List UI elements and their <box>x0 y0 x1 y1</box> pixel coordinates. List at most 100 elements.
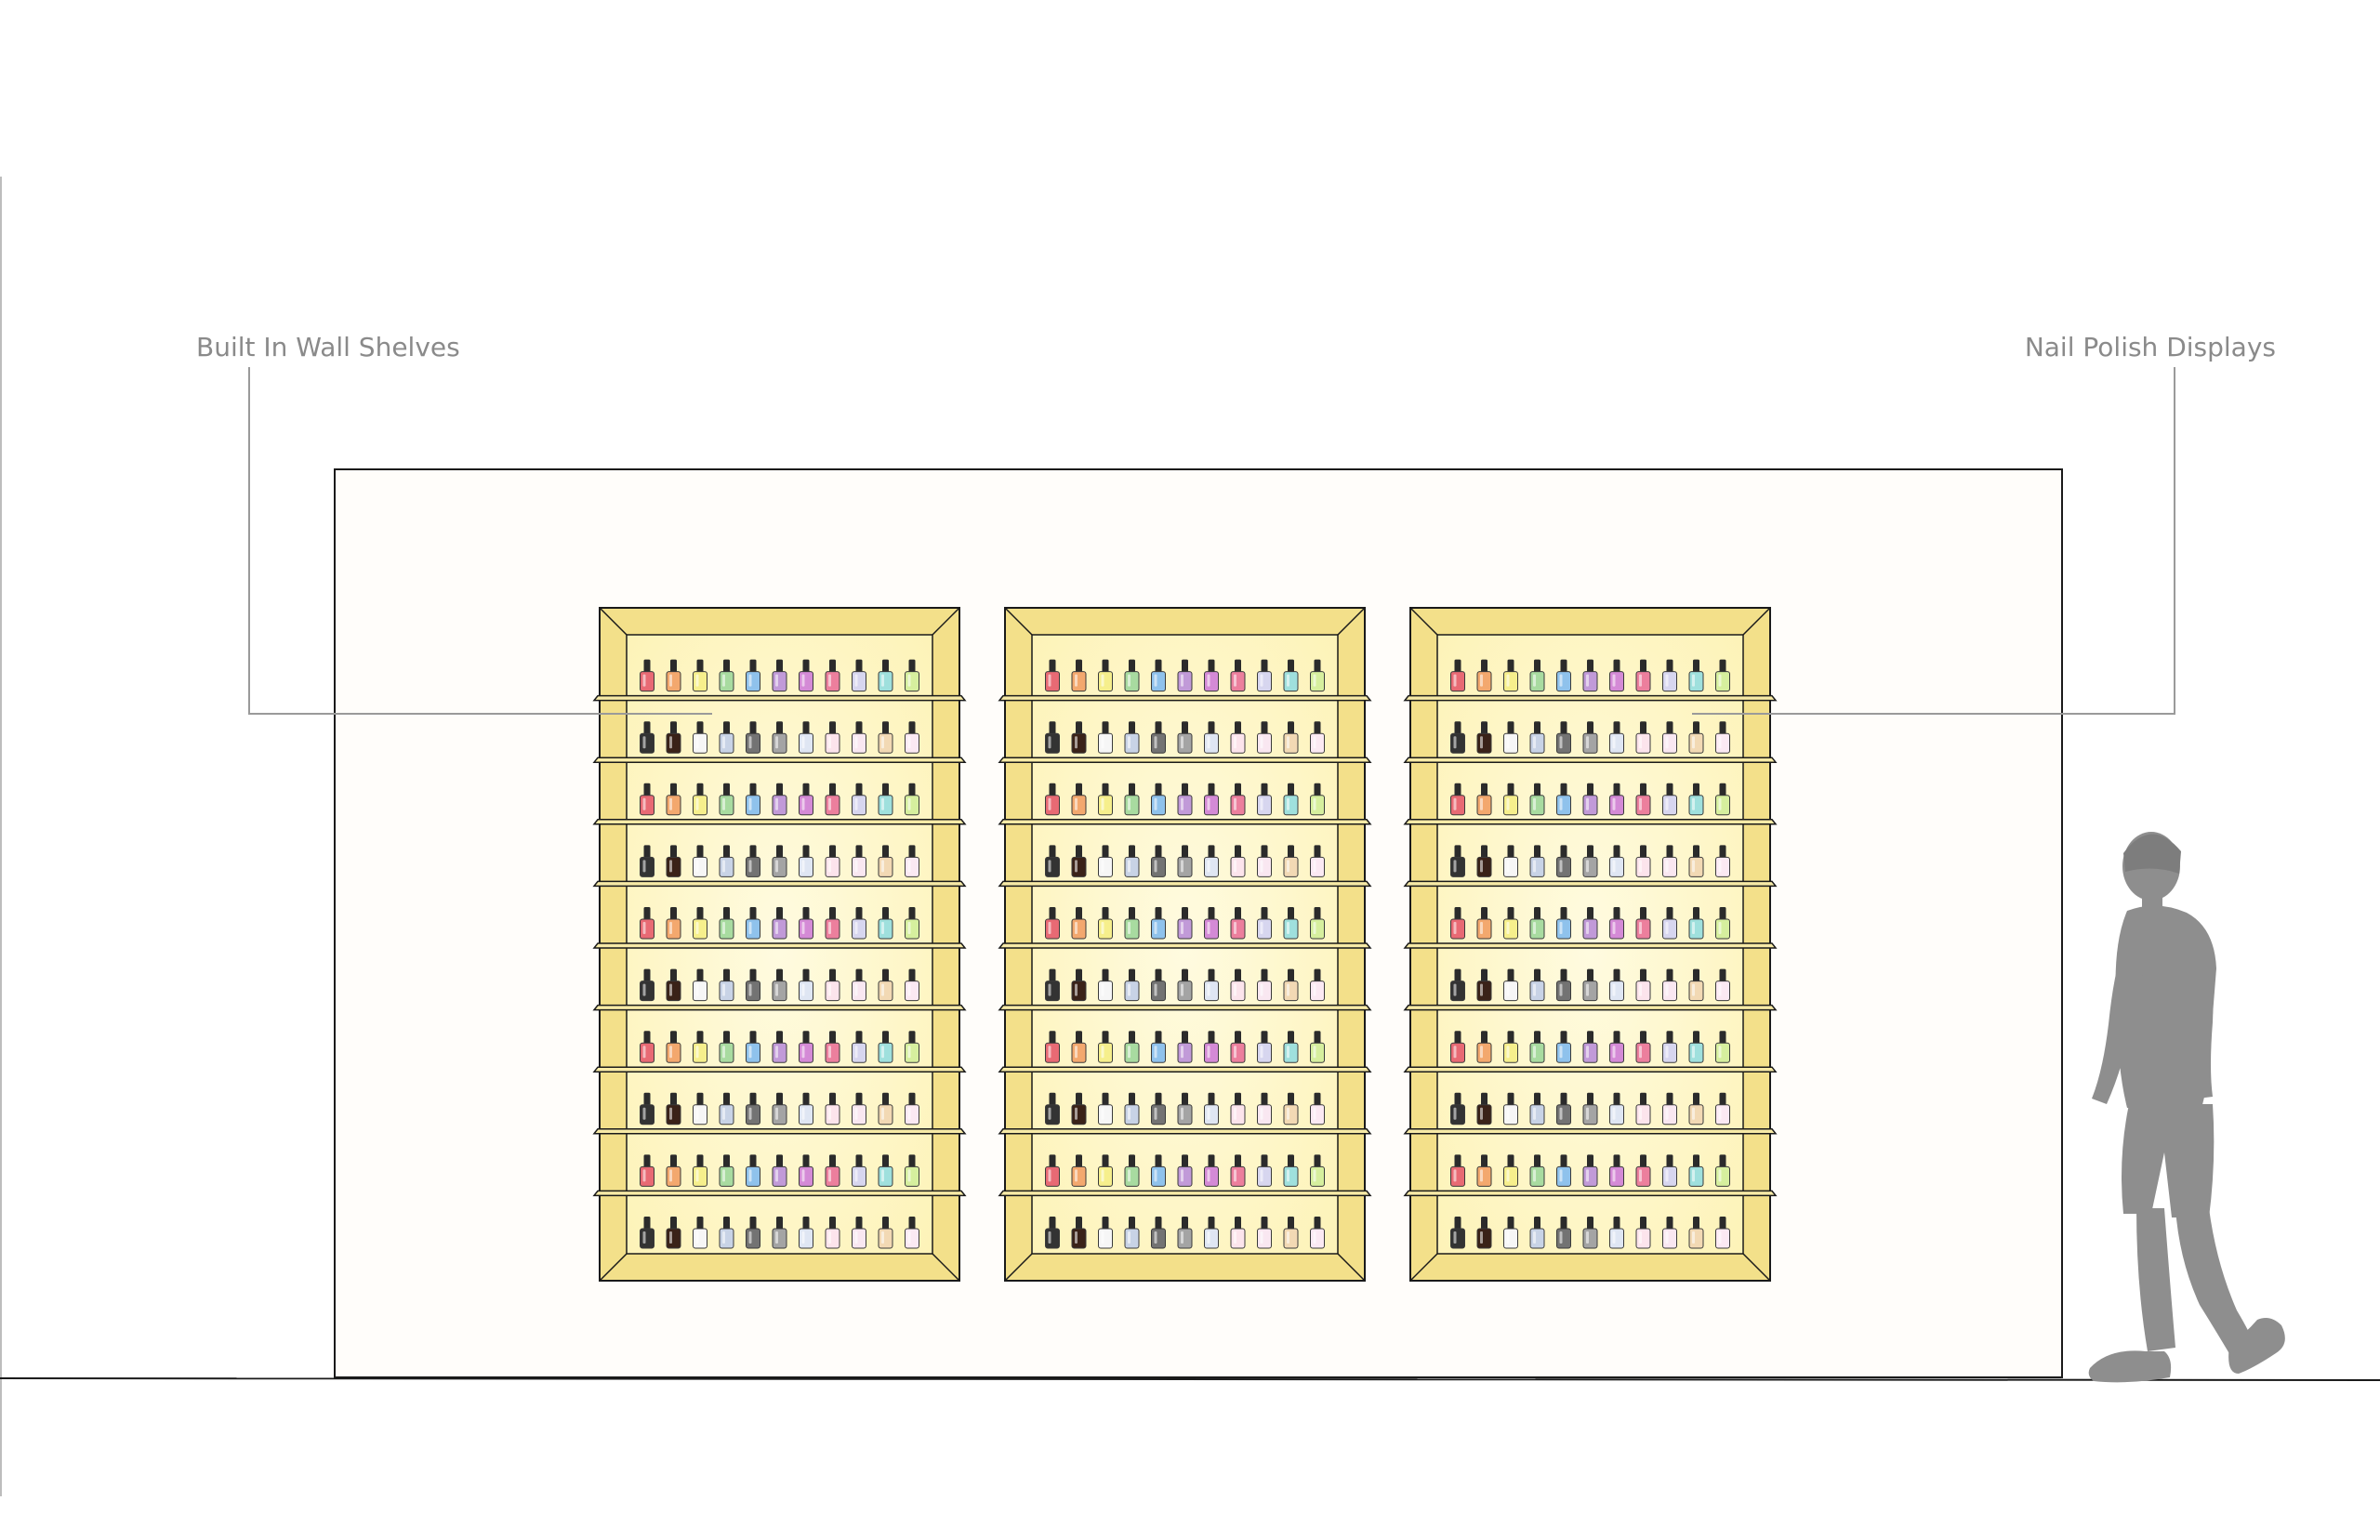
bottle-highlight <box>1101 983 1104 996</box>
bottle-highlight <box>642 922 646 934</box>
bottle-body <box>1503 671 1518 692</box>
bottle-cap <box>802 1154 810 1168</box>
bottle-body <box>640 918 654 940</box>
bottle-highlight <box>1287 736 1289 749</box>
bottle-highlight <box>1718 1107 1722 1120</box>
bottle-highlight <box>669 797 672 810</box>
bottle-body <box>825 981 840 1002</box>
nail-polish-bottle <box>1450 659 1465 692</box>
bottle-highlight <box>1181 1046 1183 1059</box>
bottle-highlight <box>1287 983 1289 996</box>
nail-polish-bottle <box>1230 1154 1246 1187</box>
bottle-highlight <box>1639 1169 1642 1182</box>
nail-polish-bottle <box>905 968 919 1002</box>
nail-polish-bottle <box>1177 1217 1193 1249</box>
bottle-highlight <box>1048 797 1051 810</box>
bottle-cap <box>1288 845 1294 859</box>
nail-polish-bottle <box>1688 1092 1704 1125</box>
bottle-highlight <box>1453 983 1457 996</box>
nail-polish-bottle <box>666 659 681 692</box>
bottle-body <box>1529 1228 1545 1249</box>
bottle-cap <box>1129 1154 1135 1168</box>
person-shorts <box>2122 1104 2215 1218</box>
bottle-cap <box>1693 1217 1699 1230</box>
nail-polish-bottle <box>1635 968 1651 1002</box>
bottle-cap <box>1666 1031 1673 1045</box>
bottle-body <box>799 981 813 1002</box>
nail-polish-bottle <box>1529 907 1545 940</box>
nail-polish-bottle <box>1204 845 1219 877</box>
bottle-body <box>719 856 734 877</box>
nail-polish-bottle <box>1151 783 1166 816</box>
bottle-highlight <box>1181 983 1183 996</box>
bottle-cap <box>749 783 757 796</box>
bottle-body <box>1124 732 1140 754</box>
bottle-highlight <box>1453 736 1457 749</box>
bottle-body <box>1310 732 1325 754</box>
bottle-body <box>1662 732 1677 754</box>
bottle-highlight <box>642 1046 646 1059</box>
nail-polish-bottle <box>640 845 654 877</box>
bottle-cap <box>1182 1154 1188 1168</box>
bottle-cap <box>908 783 916 796</box>
bottle-body <box>1715 981 1730 1002</box>
bottle-body <box>1151 981 1166 1002</box>
nail-polish-bottle <box>1283 1154 1299 1187</box>
bottle-body <box>1151 1228 1166 1249</box>
bottle-highlight <box>1313 1046 1316 1059</box>
bottle-highlight <box>695 860 699 873</box>
nail-polish-bottle <box>1582 1031 1598 1063</box>
bottle-cap <box>696 1031 704 1045</box>
bottle-body <box>1529 1104 1545 1125</box>
bottle-highlight <box>1480 1046 1483 1059</box>
bottle-body <box>640 671 654 692</box>
nail-polish-bottle <box>1098 659 1113 692</box>
bottle-cap <box>1155 968 1162 982</box>
shelf-board <box>592 1066 967 1073</box>
shelf-board <box>592 880 967 888</box>
bottle-body <box>1045 1104 1060 1125</box>
bottle-highlight <box>695 1107 699 1120</box>
bottle-cap <box>855 845 863 859</box>
nail-polish-bottle <box>1310 783 1325 816</box>
bottle-cap <box>1102 721 1109 735</box>
bottle-cap <box>1560 1092 1567 1106</box>
nail-polish-bottle <box>878 845 893 877</box>
bottle-cap <box>1507 907 1514 920</box>
callout-leader-left <box>248 367 712 715</box>
bottle-body <box>825 1104 840 1125</box>
bottle-cap <box>1666 721 1673 735</box>
shelf-board <box>998 1004 1372 1011</box>
bottle-highlight <box>1559 1046 1563 1059</box>
nail-polish-bottle <box>1609 1154 1624 1187</box>
bottle-cap <box>776 1217 783 1230</box>
bottle-cap <box>670 783 677 796</box>
bottle-body <box>905 856 919 877</box>
bottle-highlight <box>775 797 778 810</box>
bottle-highlight <box>1533 922 1536 934</box>
bottle-body <box>1450 1104 1465 1125</box>
bottle-body <box>666 1042 681 1063</box>
bottle-cap <box>1534 659 1540 673</box>
bottle-highlight <box>907 922 911 934</box>
nail-polish-bottle <box>1529 845 1545 877</box>
bottle-highlight <box>1181 1169 1183 1182</box>
bottle-cap <box>1613 1217 1620 1230</box>
nail-polish-bottle <box>1045 1217 1060 1249</box>
bottle-highlight <box>801 1231 805 1244</box>
bottle-highlight <box>722 860 725 873</box>
bottle-highlight <box>1586 922 1589 934</box>
bottle-highlight <box>1075 860 1078 873</box>
bottle-cap <box>1049 845 1056 859</box>
bottle-cap <box>1288 783 1294 796</box>
bottle-cap <box>1314 968 1321 982</box>
nail-polish-bottle <box>799 845 813 877</box>
bottle-body <box>1503 732 1518 754</box>
nail-polish-bottle <box>1071 907 1087 940</box>
bottle-body <box>1503 856 1518 877</box>
nail-polish-bottle <box>1688 845 1704 877</box>
bottle-body <box>1450 1228 1465 1249</box>
bottle-cap <box>1719 1092 1726 1106</box>
person-shoe-back <box>2088 1350 2172 1383</box>
bottle-cap <box>1613 659 1620 673</box>
